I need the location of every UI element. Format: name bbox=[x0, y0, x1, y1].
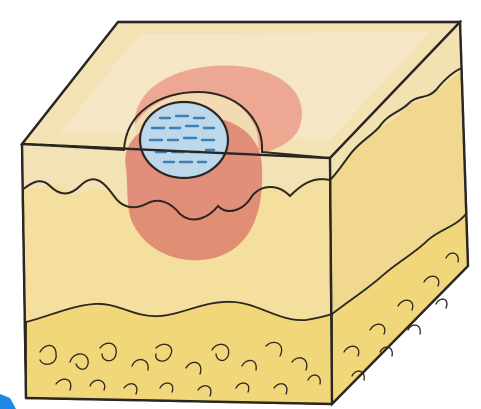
blister-icon bbox=[140, 102, 228, 178]
corner-accent-icon bbox=[0, 394, 16, 409]
fat-layer-front bbox=[26, 302, 332, 404]
